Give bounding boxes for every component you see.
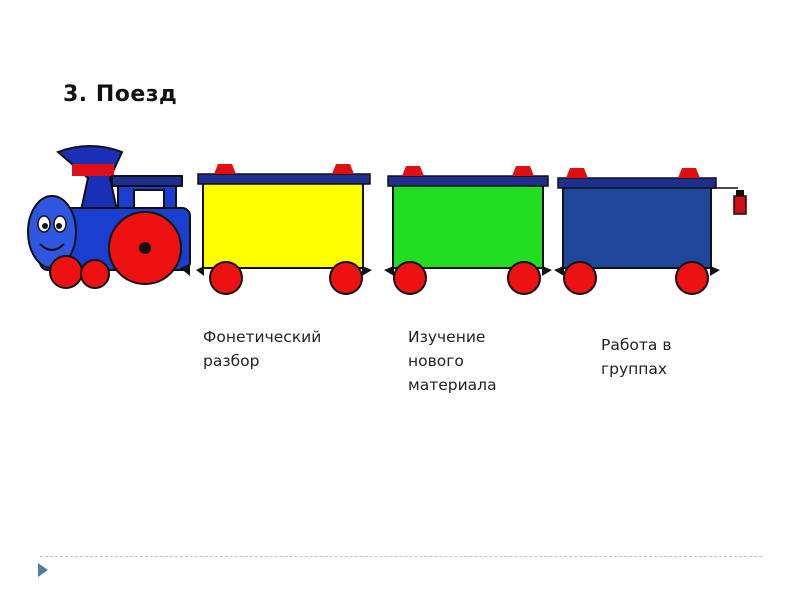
slide-title: 3. Поезд: [63, 82, 178, 107]
wagon-blue: [554, 168, 720, 295]
wagon-green: [384, 166, 552, 295]
caption-new-material: Изучение нового материала: [408, 328, 497, 394]
caption-phonetic-analysis: Фонетический разбор: [203, 328, 322, 370]
train-illustration: [27, 145, 747, 295]
nav-arrow-icon[interactable]: [38, 563, 48, 577]
wagon-yellow: [196, 164, 372, 295]
lantern-icon: [712, 187, 747, 215]
locomotive-icon: [27, 145, 191, 289]
caption-group-work: Работа в группах: [601, 336, 672, 378]
bottom-divider: [40, 556, 762, 557]
